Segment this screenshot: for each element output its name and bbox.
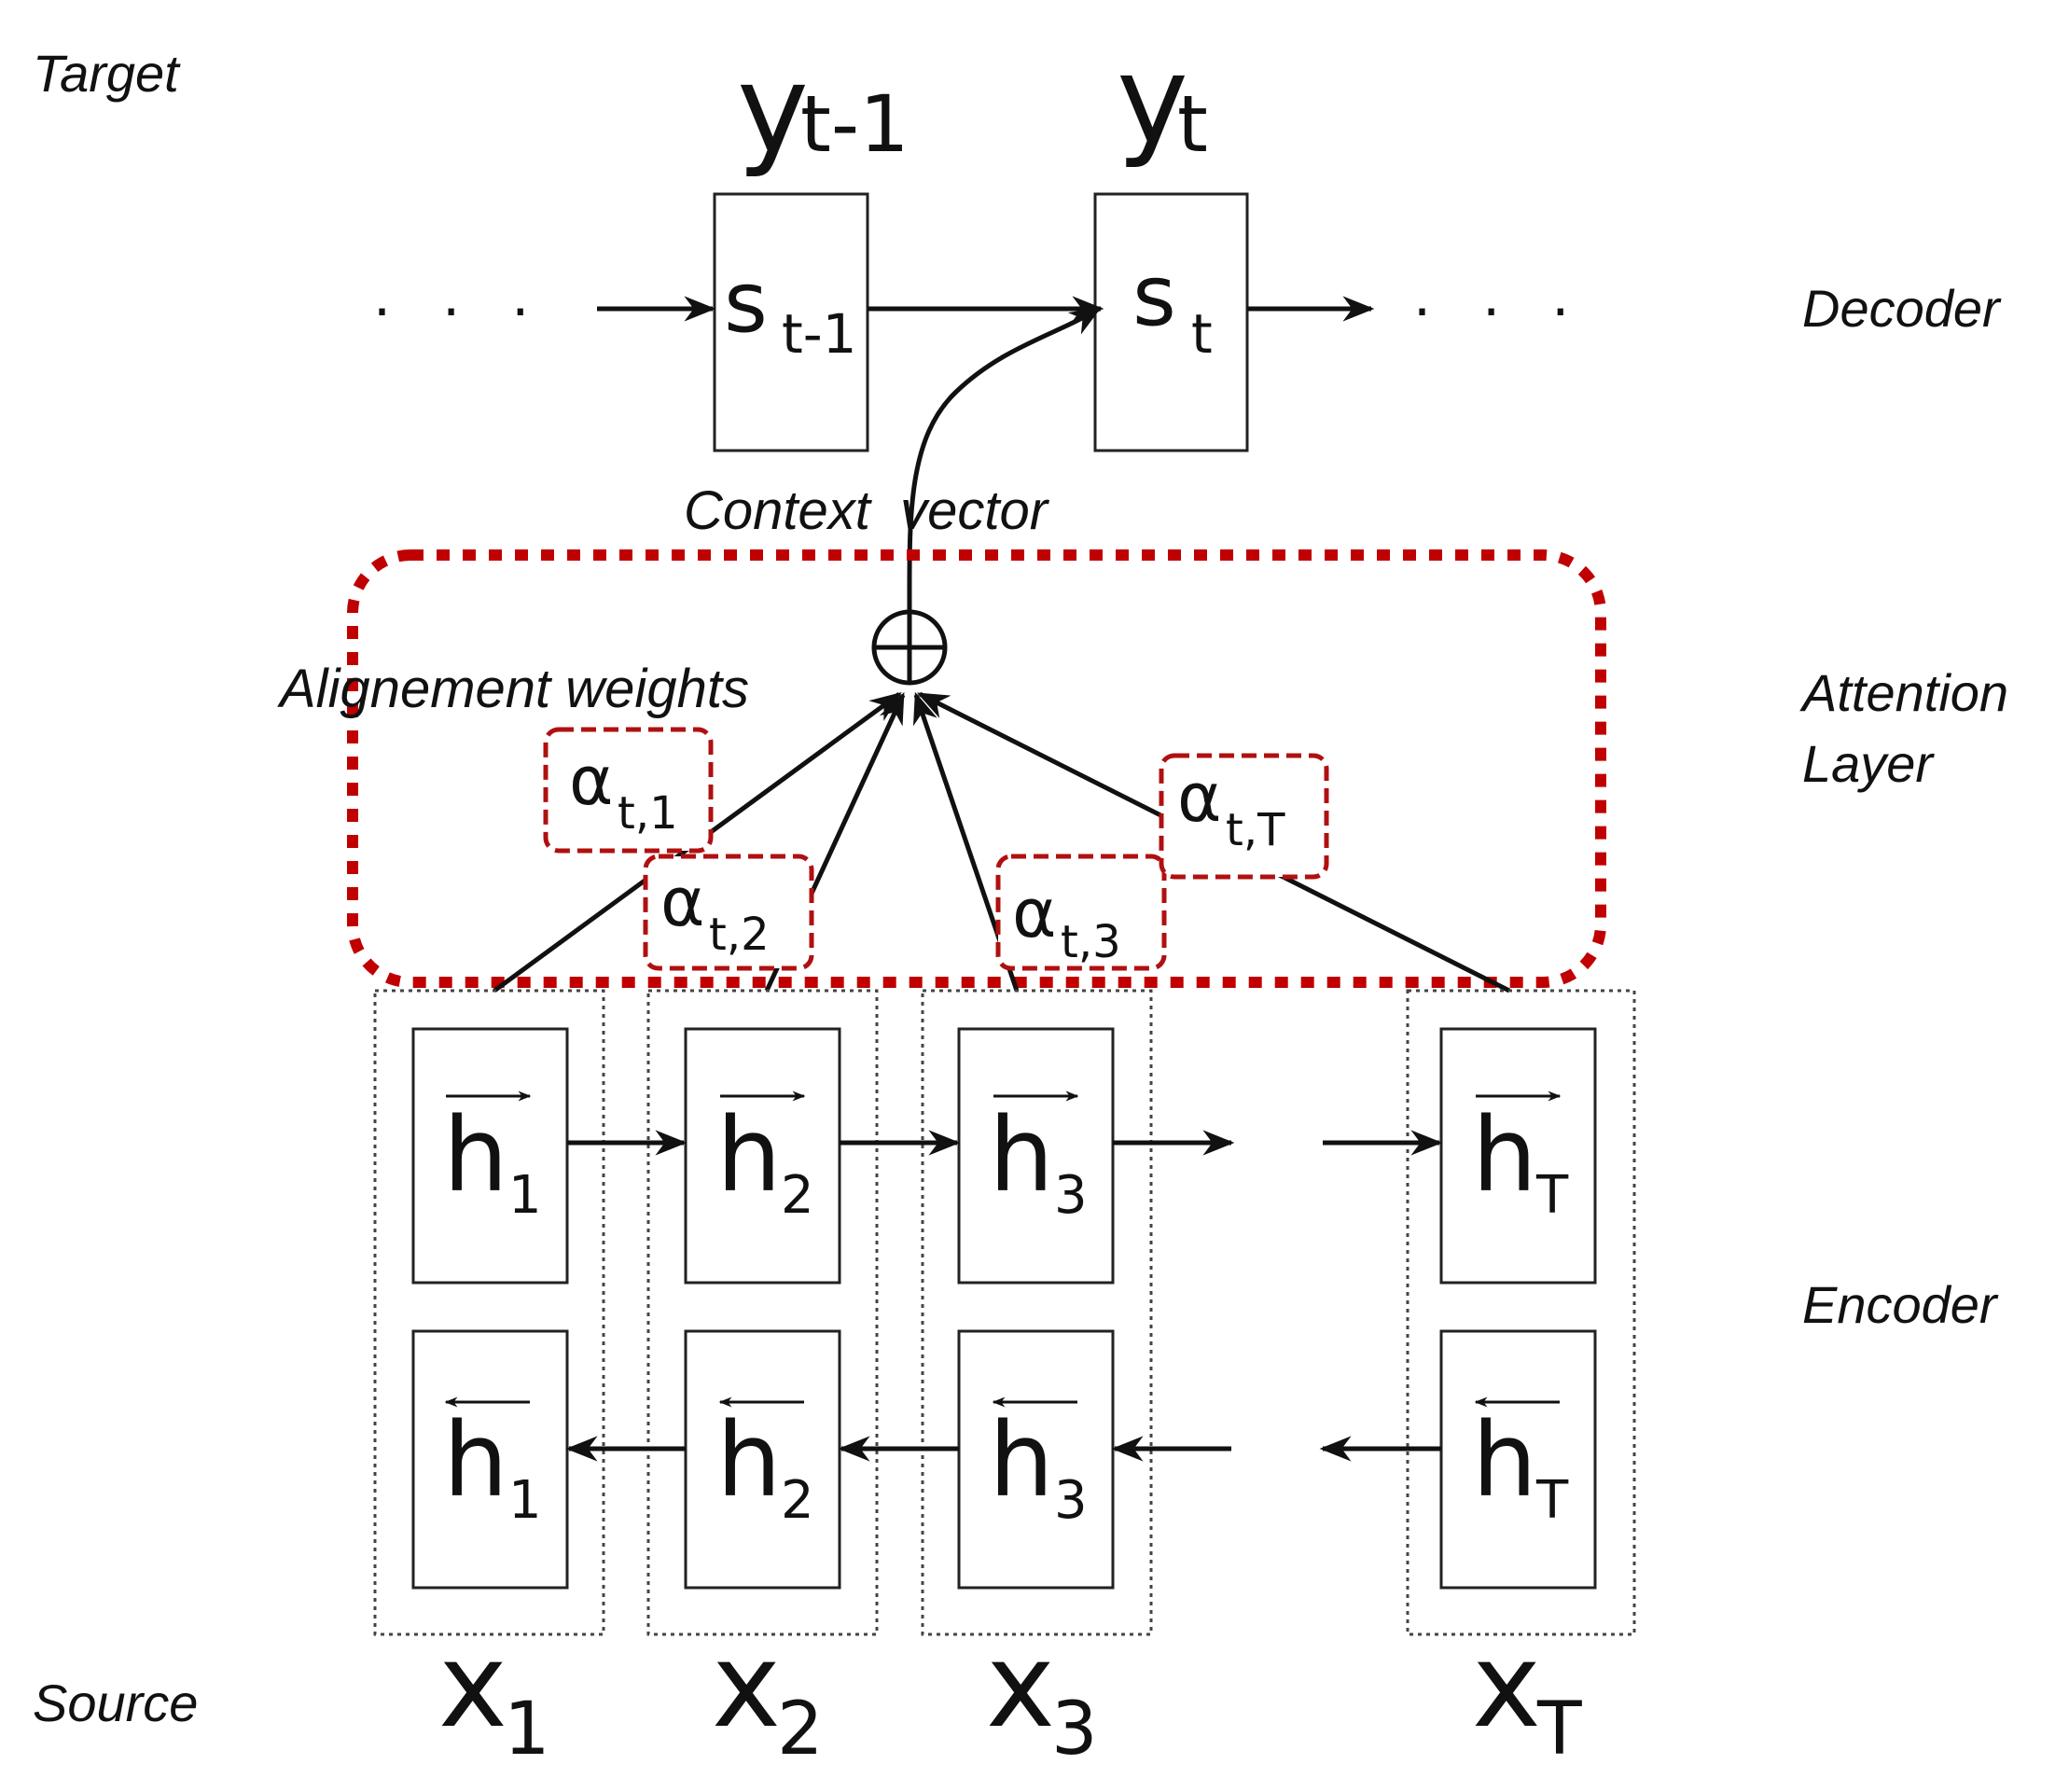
input-symbol: x bbox=[438, 1618, 507, 1754]
input-subscript: 3 bbox=[1051, 1688, 1098, 1771]
hidden-symbol: h bbox=[716, 1400, 782, 1520]
encoder-label: Encoder bbox=[1802, 1275, 1999, 1334]
source-input-3: x 3 bbox=[986, 1618, 1098, 1771]
output-subscript: t bbox=[1177, 78, 1208, 170]
backward-hidden-state-1: h 1 bbox=[443, 1396, 542, 1531]
forward-hidden-state-T: h T bbox=[1472, 1090, 1569, 1226]
alignment-weights-label: Alignement weights bbox=[277, 659, 749, 719]
forward-hidden-state-3: h 3 bbox=[989, 1090, 1088, 1226]
hidden-subscript: 3 bbox=[1054, 1470, 1088, 1531]
decoder-output-prev: y t-1 bbox=[737, 38, 910, 180]
input-subscript: T bbox=[1536, 1688, 1582, 1771]
state-subscript: t-1 bbox=[782, 302, 857, 366]
target-label: Target bbox=[33, 44, 181, 103]
weight-subscript: t,1 bbox=[618, 787, 678, 840]
source-input-T: x T bbox=[1472, 1618, 1582, 1771]
backward-hidden-box-2 bbox=[684, 1329, 841, 1590]
source-input-1: x 1 bbox=[438, 1618, 550, 1771]
attention-layer-region bbox=[347, 549, 1606, 988]
weight-symbol: α bbox=[1177, 758, 1221, 837]
context-vector-label: Context vector bbox=[684, 480, 1050, 541]
weight-symbol: α bbox=[1012, 874, 1056, 952]
encoder-group-2 bbox=[646, 989, 879, 1636]
decoder-state-box-current bbox=[1093, 192, 1249, 452]
hidden-subscript: 2 bbox=[781, 1165, 814, 1226]
state-symbol: s bbox=[1132, 247, 1176, 345]
decoder-label: Decoder bbox=[1802, 279, 2002, 338]
backward-hidden-box-3 bbox=[957, 1329, 1115, 1590]
alignment-weight-1: α t,1 bbox=[543, 727, 714, 854]
encoder-group-1 bbox=[373, 989, 605, 1636]
input-symbol: x bbox=[712, 1618, 781, 1754]
decoder-ellipsis-left: . . . bbox=[373, 264, 546, 329]
backward-hidden-box-T bbox=[1439, 1329, 1597, 1590]
encoder-group-3 bbox=[921, 989, 1153, 1636]
input-subscript: 1 bbox=[504, 1688, 550, 1771]
input-subscript: 2 bbox=[777, 1688, 824, 1771]
weight-subscript: t,2 bbox=[709, 909, 770, 961]
attention-label-line2: Layer bbox=[1802, 734, 1935, 793]
weight-subscript: t,3 bbox=[1061, 916, 1121, 968]
hidden-subscript: 3 bbox=[1054, 1165, 1088, 1226]
alignment-weight-2: α t,2 bbox=[643, 854, 814, 971]
context-vector-arrow bbox=[907, 306, 1102, 612]
hidden-symbol: h bbox=[443, 1095, 508, 1215]
attention-label-line1: Attention bbox=[1799, 663, 2008, 722]
state-subscript: t bbox=[1191, 302, 1213, 366]
forward-hidden-state-2: h 2 bbox=[716, 1090, 814, 1226]
backward-hidden-state-2: h 2 bbox=[716, 1396, 814, 1531]
forward-hidden-box-2 bbox=[684, 1027, 841, 1285]
forward-hidden-state-1: h 1 bbox=[443, 1090, 542, 1226]
alignment-weight-3: α t,3 bbox=[995, 854, 1167, 971]
alignment-weight-T: α t,T bbox=[1159, 753, 1329, 880]
decoder-ellipsis-right: . . . bbox=[1413, 264, 1586, 329]
backward-hidden-box-1 bbox=[411, 1329, 569, 1590]
hidden-symbol: h bbox=[1472, 1400, 1537, 1520]
hidden-symbol: h bbox=[989, 1095, 1054, 1215]
weight-subscript: t,T bbox=[1226, 804, 1285, 856]
forward-hidden-box-T bbox=[1439, 1027, 1597, 1285]
hidden-subscript: 2 bbox=[781, 1470, 814, 1531]
hidden-subscript: 1 bbox=[508, 1165, 542, 1226]
hidden-symbol: h bbox=[1472, 1095, 1537, 1215]
forward-hidden-box-1 bbox=[411, 1027, 569, 1285]
decoder-state-prev: s t-1 bbox=[724, 254, 857, 366]
weight-symbol: α bbox=[569, 742, 613, 820]
forward-hidden-box-3 bbox=[957, 1027, 1115, 1285]
source-label: Source bbox=[33, 1674, 198, 1732]
output-subscript: t-1 bbox=[800, 78, 910, 170]
hidden-symbol: h bbox=[716, 1095, 782, 1215]
weight-symbol: α bbox=[660, 863, 704, 941]
decoder-output-current: y t bbox=[1117, 29, 1208, 171]
decoder-state-current: s t bbox=[1132, 247, 1213, 366]
backward-hidden-state-T: h T bbox=[1472, 1396, 1569, 1531]
output-symbol: y bbox=[737, 38, 809, 180]
hidden-subscript: T bbox=[1535, 1165, 1569, 1226]
source-input-2: x 2 bbox=[712, 1618, 824, 1771]
hidden-subscript: 1 bbox=[508, 1470, 542, 1531]
decoder-state-box-prev bbox=[713, 192, 869, 452]
output-symbol: y bbox=[1117, 29, 1188, 171]
input-symbol: x bbox=[1472, 1618, 1541, 1754]
hidden-symbol: h bbox=[989, 1400, 1054, 1520]
hidden-subscript: T bbox=[1535, 1470, 1569, 1531]
state-symbol: s bbox=[724, 254, 768, 352]
hidden-symbol: h bbox=[443, 1400, 508, 1520]
input-symbol: x bbox=[986, 1618, 1055, 1754]
backward-hidden-state-3: h 3 bbox=[989, 1396, 1088, 1531]
encoder-group-T bbox=[1406, 989, 1636, 1636]
